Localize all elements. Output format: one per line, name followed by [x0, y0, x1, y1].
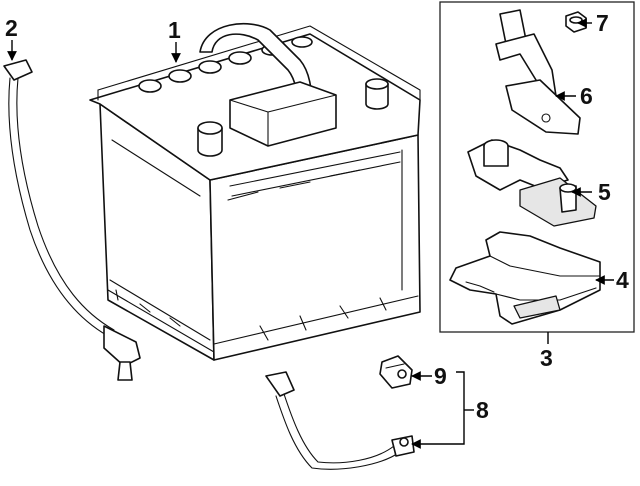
callout-4: 4 — [616, 267, 629, 293]
negative-terminal — [197, 121, 223, 157]
callout-7: 7 — [596, 10, 609, 36]
callout-2: 2 — [5, 15, 18, 41]
positive-terminal — [365, 78, 389, 110]
battery — [89, 22, 421, 361]
positive-cable — [265, 371, 415, 470]
fuse-sensor — [379, 355, 413, 389]
callout-9: 9 — [434, 363, 447, 389]
callout-8: 8 — [476, 397, 489, 423]
callout-5: 5 — [598, 179, 611, 205]
negative-cable — [3, 59, 141, 381]
terminal-clamp — [467, 139, 597, 227]
bracket — [495, 9, 581, 135]
nut — [565, 11, 587, 33]
inset-box — [439, 1, 635, 333]
callout-6: 6 — [580, 83, 593, 109]
callout-1: 1 — [168, 17, 181, 43]
battery-tray — [449, 231, 601, 325]
leader-lines — [7, 18, 614, 449]
callout-3: 3 — [540, 345, 553, 371]
